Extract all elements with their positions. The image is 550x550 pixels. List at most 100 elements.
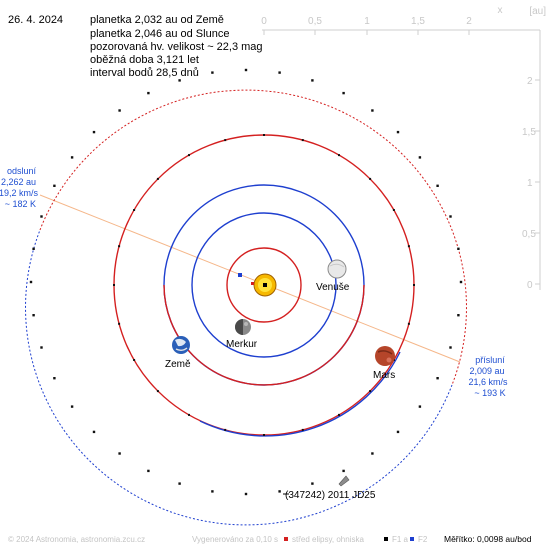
earth-label: Země xyxy=(165,359,191,370)
aphelion-distance: 2,262 au xyxy=(1,177,36,187)
focus-f2-marker xyxy=(238,273,242,277)
asteroid-orbit-point xyxy=(457,314,460,317)
perihelion-distance: 2,009 au xyxy=(469,366,504,376)
asteroid-orbit-point xyxy=(147,91,150,95)
asteroid-orbit-point xyxy=(396,130,400,134)
asteroid-orbit-point xyxy=(449,346,452,349)
asteroid-orbit-point xyxy=(371,452,374,455)
asteroid-orbit-point xyxy=(53,377,56,380)
mars-icon xyxy=(375,346,395,366)
perihelion-speed: 21,6 km/s xyxy=(468,377,508,387)
asteroid-orbit-point xyxy=(418,405,422,408)
x-tick-label: 0,5 xyxy=(308,16,322,27)
mars-orbit-point xyxy=(338,154,340,157)
y-tick-label: 1 xyxy=(527,178,533,189)
info-point-interval: interval bodů 28,5 dnů xyxy=(90,67,199,79)
mars-orbit-point xyxy=(407,245,410,248)
mars-orbit-point xyxy=(263,434,265,436)
y-tick-label: 2 xyxy=(527,76,533,87)
asteroid-orbit-point xyxy=(459,280,463,284)
asteroid-orbit-point xyxy=(342,469,345,473)
asteroid-orbit-point xyxy=(92,430,96,434)
asteroid-orbit-point xyxy=(278,71,281,74)
perihelion-title: přísluní xyxy=(475,355,505,365)
asteroid-orbit-point xyxy=(118,452,121,455)
mars-orbit-point xyxy=(118,245,121,248)
asteroid-orbit-point xyxy=(436,377,439,380)
x-tick-label: 2 xyxy=(466,16,472,27)
asteroid-orbit-point xyxy=(244,492,248,496)
sun-icon xyxy=(253,273,277,297)
x-tick-label: 0 xyxy=(261,16,267,27)
asteroid-orbit-point xyxy=(92,130,96,134)
asteroid-orbit-point xyxy=(311,482,314,485)
mars-orbit-point xyxy=(224,139,227,142)
mercury-icon xyxy=(235,319,251,335)
mars-orbit-point xyxy=(156,390,159,393)
mars-orbit-point xyxy=(156,177,159,180)
x-tick-label: 1,5 xyxy=(411,16,425,27)
f2-legend-marker xyxy=(410,537,414,541)
f1-legend-text: F1 a xyxy=(392,535,409,544)
generated-text: Vygenerováno za 0,10 s xyxy=(192,535,278,544)
info-earth-distance: planetka 2,032 au od Země xyxy=(90,14,224,26)
asteroid-orbit-point xyxy=(211,71,214,74)
asteroid-orbit-point xyxy=(436,184,439,187)
mars-orbit-point xyxy=(133,209,136,211)
mars-orbit-point xyxy=(188,154,190,157)
asteroid-orbit-point xyxy=(278,490,281,493)
mars-orbit-point xyxy=(413,284,415,286)
center-legend-marker xyxy=(284,537,288,541)
mars-orbit-below-plane xyxy=(199,351,401,437)
asteroid-orbit-below-plane xyxy=(25,229,453,526)
y-tick-label: 0 xyxy=(527,280,533,291)
mars-orbit-point xyxy=(301,139,304,142)
asteroid-orbit-point xyxy=(342,91,345,95)
axis-frame xyxy=(262,29,541,290)
asteroid-orbit-point xyxy=(371,109,374,112)
mercury-orbit xyxy=(226,247,302,323)
perihelion-temperature: ~ 193 K xyxy=(474,388,505,398)
asteroid-orbit-point xyxy=(32,247,35,250)
copyright-text: © 2024 Astronomia, astronomia.zcu.cz xyxy=(8,535,145,544)
y-tick-label: 0,5 xyxy=(522,229,536,240)
asteroid-orbit-point xyxy=(70,405,74,408)
mars-orbit-point xyxy=(301,428,304,431)
f2-legend-text: F2 xyxy=(418,535,428,544)
mars-orbit-point xyxy=(338,413,340,416)
mars-orbit-point xyxy=(392,209,395,211)
asteroid-label: (347242) 2011 JD25 xyxy=(285,490,376,501)
asteroid-orbit-point xyxy=(40,215,43,218)
mercury-label: Merkur xyxy=(226,339,258,350)
mars-orbit-point xyxy=(133,359,136,361)
venus-icon xyxy=(327,259,347,279)
asteroid-orbit-above-plane xyxy=(39,89,467,386)
asteroid-orbit-point xyxy=(53,184,56,187)
mars-orbit-point xyxy=(113,284,115,286)
aphelion-temperature: ~ 182 K xyxy=(5,199,36,209)
asteroid-orbit-point xyxy=(147,469,150,473)
apsides-line xyxy=(39,194,461,363)
asteroid-orbit-point xyxy=(211,490,214,493)
ellipse-center-marker xyxy=(251,282,254,285)
asteroid-orbit-point xyxy=(178,79,181,82)
aphelion-title: odsluní xyxy=(7,166,37,176)
info-orbital-period: oběžná doba 3,121 let xyxy=(90,54,199,66)
venus-orbit xyxy=(191,212,337,358)
asteroid-orbit-point xyxy=(118,109,121,112)
y-tick-label: 1,5 xyxy=(522,127,536,138)
asteroid-orbit-point xyxy=(457,247,460,250)
f1-legend-marker xyxy=(384,537,388,541)
mars-orbit-point xyxy=(369,177,372,180)
mars-orbit-point xyxy=(407,322,410,325)
scale-text: Měřítko: 0,0098 au/bod xyxy=(444,534,532,544)
asteroid-orbit-point xyxy=(418,156,422,159)
earth-orbit-below-plane xyxy=(163,284,365,386)
asteroid-orbit-point xyxy=(396,430,400,434)
venus-label: Venuše xyxy=(316,282,350,293)
asteroid-orbit-point xyxy=(449,215,452,218)
mars-label: Mars xyxy=(373,370,395,381)
x-tick-label: 1 xyxy=(364,16,370,27)
